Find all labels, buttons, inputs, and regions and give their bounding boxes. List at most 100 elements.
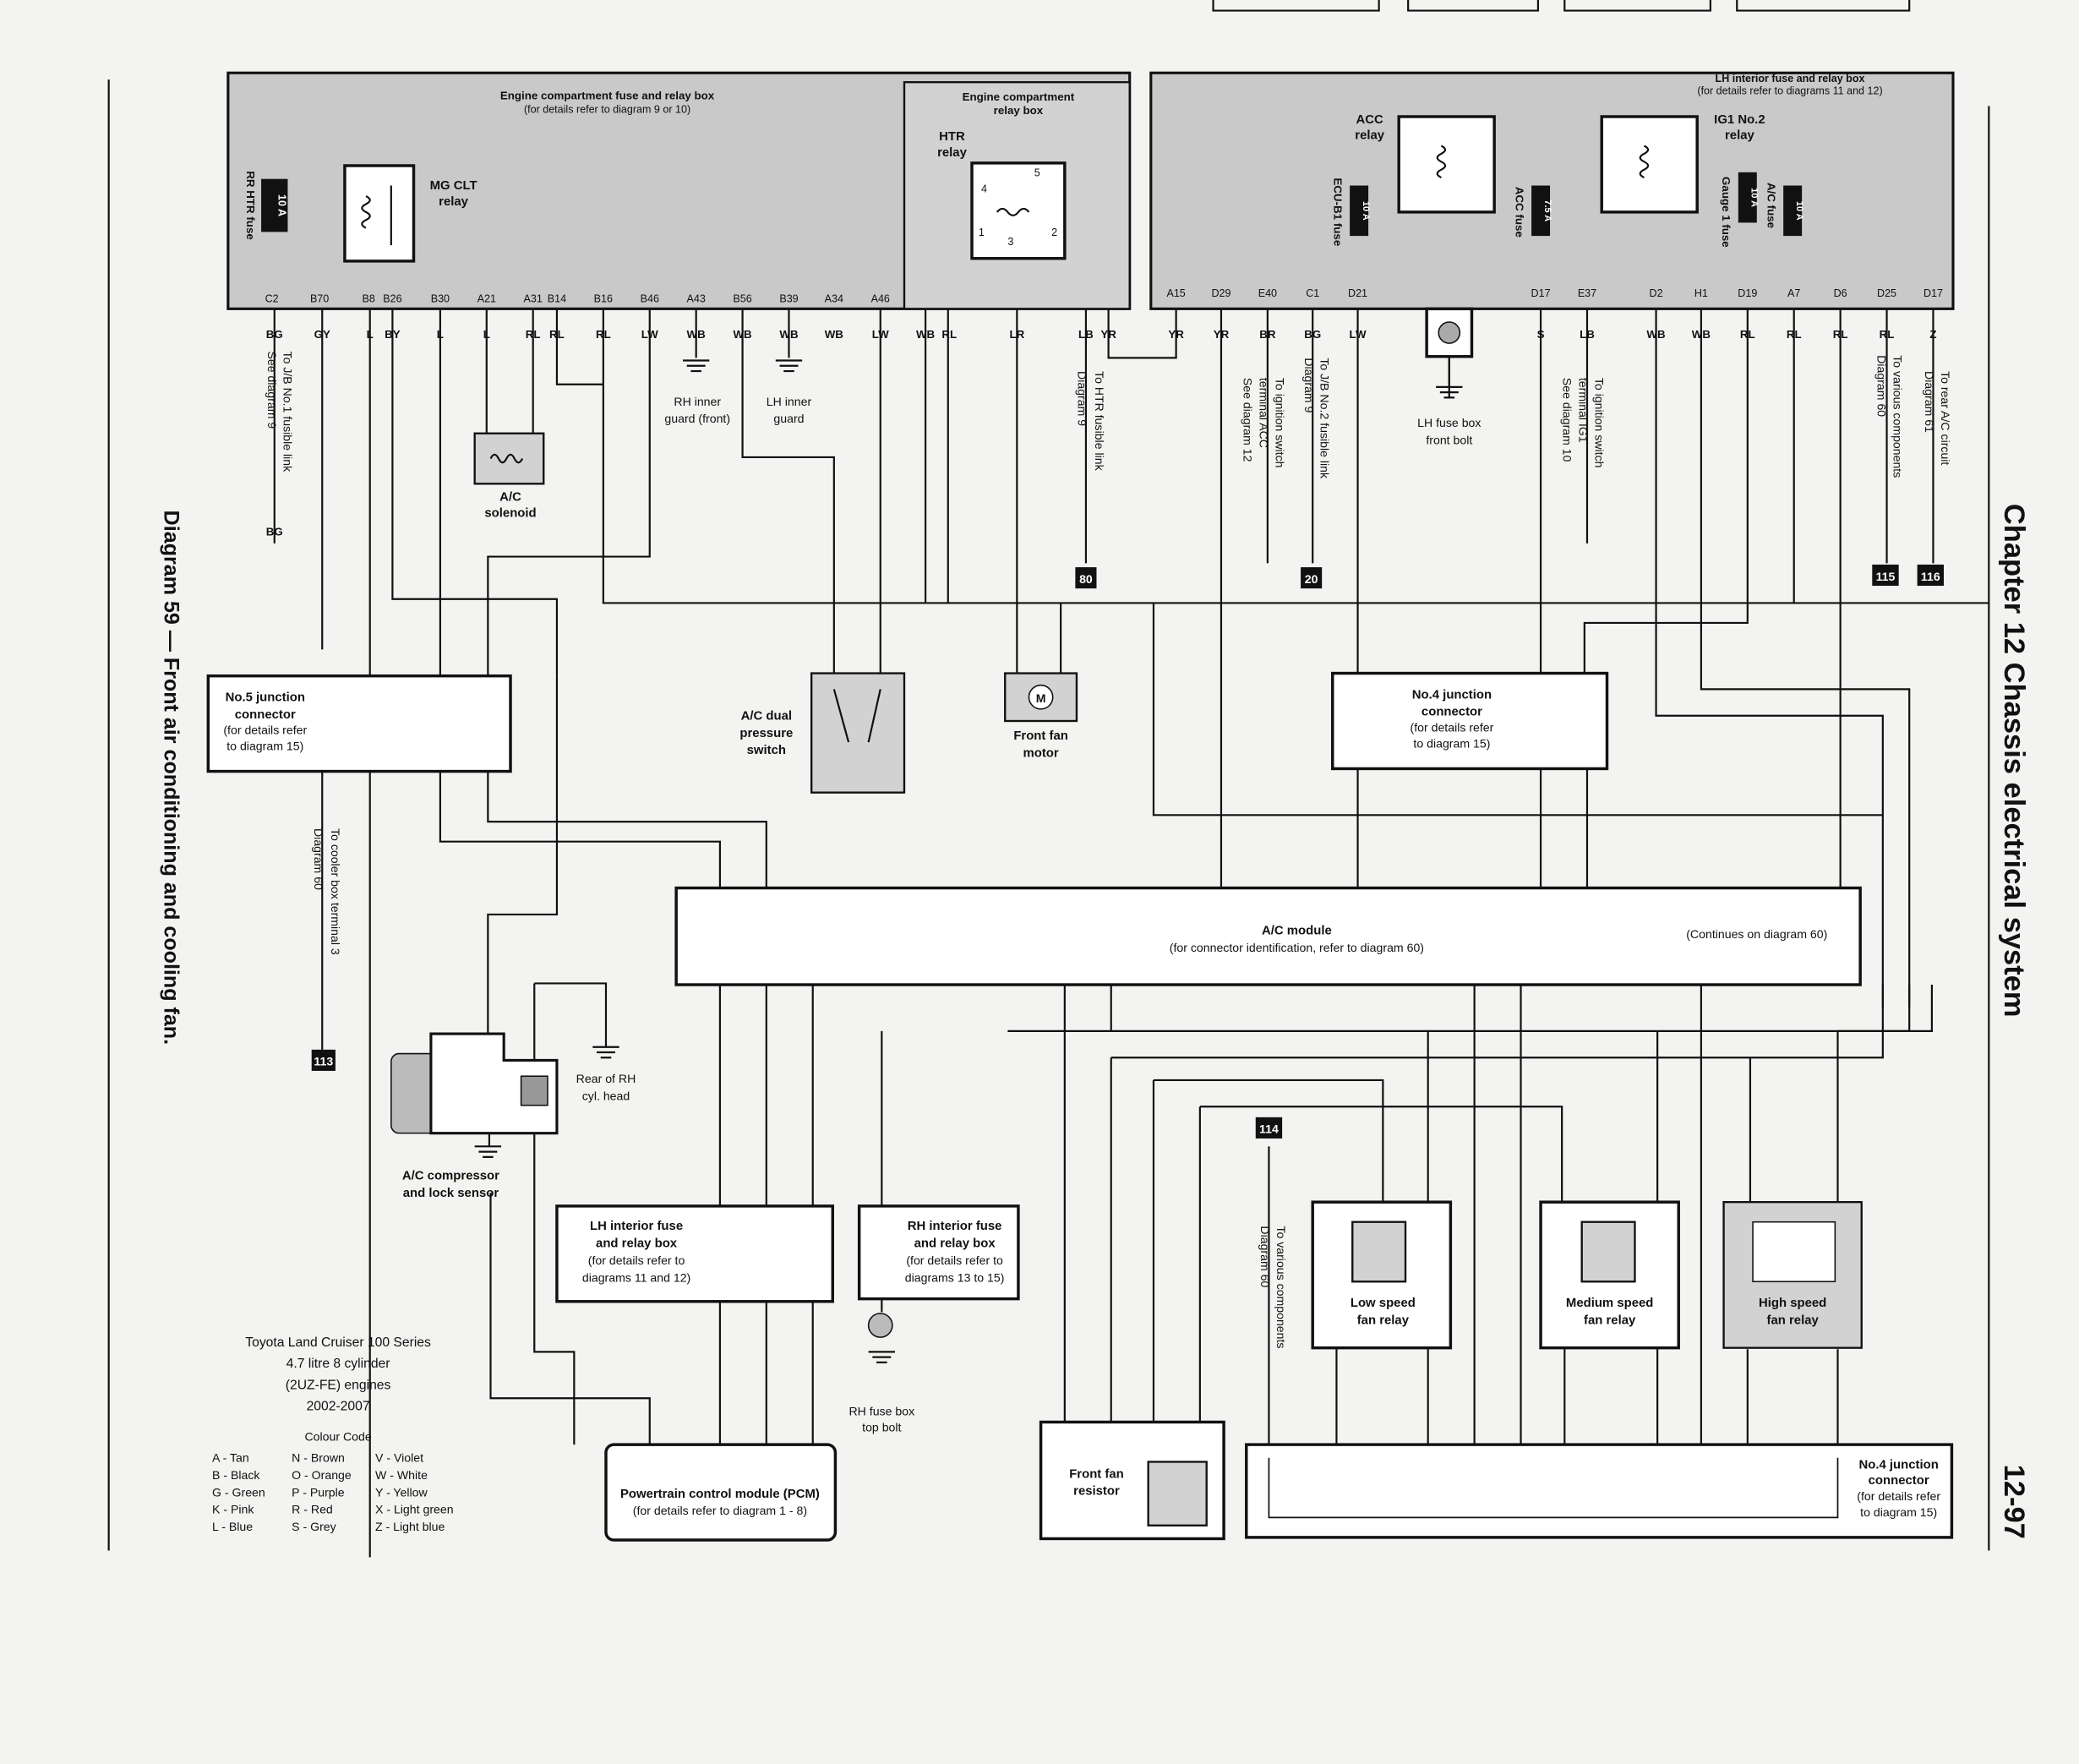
med-relay-l1: Medium speed bbox=[1566, 1297, 1653, 1310]
pin-b30: B30 bbox=[431, 293, 450, 305]
pin-b46: B46 bbox=[641, 293, 659, 305]
ref-htr-line2: Diagram 9 bbox=[1076, 371, 1089, 426]
cc-l0: A - Tan bbox=[212, 1451, 249, 1465]
wc-4: L bbox=[437, 328, 444, 341]
engine-box-title: Engine compartment fuse and relay box bbox=[500, 90, 715, 102]
cc-r3: X - Light green bbox=[375, 1503, 454, 1516]
cc-r1: W - White bbox=[375, 1468, 428, 1482]
relay-box-title-2: relay box bbox=[994, 104, 1044, 117]
ref-tag-80-text: 80 bbox=[1079, 572, 1093, 586]
gnd-lh-inner-2: guard bbox=[773, 412, 804, 425]
wc-24: LW bbox=[1350, 328, 1367, 341]
pin-a43: A43 bbox=[687, 293, 706, 305]
wc-19: YR bbox=[1100, 328, 1116, 341]
pin-b8: B8 bbox=[362, 293, 374, 305]
high-relay-connector bbox=[1752, 1221, 1836, 1283]
cc-m0: N - Brown bbox=[292, 1451, 345, 1465]
htr-pin-1: 1 bbox=[979, 227, 985, 238]
rhi-l2: and relay box bbox=[914, 1237, 996, 1250]
gauge-fuse-label: Gauge 1 fuse bbox=[1720, 177, 1732, 248]
med-relay-connector bbox=[1580, 1221, 1636, 1283]
page-number: 12-97 bbox=[1998, 1465, 2030, 1539]
ac-dual-pressure-switch bbox=[810, 672, 906, 794]
j4b-l2: connector bbox=[1869, 1474, 1929, 1488]
gnd-lh-bolt-1: LH fuse box bbox=[1417, 416, 1481, 429]
ref-jb2-2: Diagram 9 bbox=[1302, 358, 1316, 412]
fan-motor-l2: motor bbox=[1023, 746, 1058, 760]
low-relay-connector bbox=[1351, 1221, 1407, 1283]
htr-pin-2: 2 bbox=[1051, 227, 1057, 238]
solenoid-coil bbox=[489, 453, 524, 464]
relay-box-title: Engine compartment bbox=[963, 90, 1075, 103]
wc-10: WB bbox=[687, 328, 707, 341]
fan-motor-l1: Front fan bbox=[1013, 729, 1068, 743]
pin-h1: H1 bbox=[1694, 287, 1708, 299]
ref-tag-115-text: 115 bbox=[1876, 570, 1896, 583]
cc-m2: P - Purple bbox=[292, 1485, 345, 1499]
rh-interior-box bbox=[857, 1204, 1020, 1301]
rr-htr-fuse bbox=[261, 178, 288, 232]
ac-solenoid bbox=[473, 432, 545, 485]
ig1-relay-coil bbox=[1639, 145, 1650, 179]
ref-cooler-1: To cooler box terminal 3 bbox=[329, 828, 342, 955]
wc-14: LW bbox=[872, 328, 889, 341]
acc-relay bbox=[1397, 115, 1496, 214]
j4b-l4: to diagram 15) bbox=[1860, 1505, 1937, 1519]
pcm-l2: (for details refer to diagram 1 - 8) bbox=[633, 1504, 807, 1517]
wc-31: RL bbox=[1833, 328, 1848, 341]
wc-11: WB bbox=[733, 328, 752, 341]
ac-solenoid-label-2: solenoid bbox=[484, 507, 536, 521]
wc-29: RL bbox=[1740, 328, 1755, 341]
ref-tag-20 bbox=[1301, 567, 1323, 589]
ref-ign-acc-3: See diagram 12 bbox=[1241, 378, 1255, 462]
pin-d2: D2 bbox=[1650, 287, 1663, 299]
resistor-l1: Front fan bbox=[1069, 1467, 1124, 1481]
pin-a46: A46 bbox=[871, 293, 890, 305]
gnd-lh-bolt-2: front bolt bbox=[1426, 433, 1472, 446]
ref-various-b-2: Diagram 60 bbox=[1258, 1226, 1272, 1287]
wc-20: YR bbox=[1168, 328, 1184, 341]
lower-wires bbox=[718, 985, 1933, 1445]
dual-switch-contacts bbox=[832, 689, 881, 743]
gauge-fuse-rating: 10 A bbox=[1749, 188, 1760, 207]
colour-code-table: A - Tan B - Black G - Green K - Pink L -… bbox=[212, 1451, 454, 1534]
vehicle-model: Toyota Land Cruiser 100 Series bbox=[245, 1335, 431, 1350]
colour-code-title: Colour Code bbox=[304, 1429, 371, 1443]
j5-l3: (for details refer bbox=[223, 724, 307, 737]
lhi-l1: LH interior fuse bbox=[590, 1220, 683, 1233]
compressor-l2: and lock sensor bbox=[403, 1187, 499, 1200]
gauge-fuse bbox=[1738, 172, 1757, 223]
wc-33: Z bbox=[1929, 328, 1936, 341]
ref-tag-116-text: 116 bbox=[1921, 570, 1940, 583]
wc-2: L bbox=[367, 328, 374, 341]
cc-r0: V - Violet bbox=[375, 1451, 423, 1465]
ac-fuse-label: A/C fuse bbox=[1765, 183, 1777, 228]
cc-m1: O - Orange bbox=[292, 1468, 352, 1482]
rh-fusebox-bolt-icon bbox=[867, 1313, 893, 1338]
wc-12: WB bbox=[779, 328, 799, 341]
low-relay-l1: Low speed bbox=[1351, 1297, 1416, 1310]
ref-jb1-line1: To J/B No.1 fusible link bbox=[281, 352, 295, 473]
gnd-head-1: Rear of RH bbox=[576, 1072, 636, 1085]
ig1-relay-label-2: relay bbox=[1725, 129, 1755, 143]
ref-various-b-1: To various components bbox=[1274, 1226, 1288, 1348]
ref-ign-acc-1: To ignition switch bbox=[1273, 378, 1286, 468]
lh-fusebox-bolt-icon bbox=[1438, 321, 1461, 344]
j5-l4: to diagram 15) bbox=[226, 739, 303, 752]
pin-b39: B39 bbox=[779, 293, 798, 305]
pin-b14: B14 bbox=[548, 293, 566, 305]
rhi-l1: RH interior fuse bbox=[908, 1220, 1002, 1233]
cc-l3: K - Pink bbox=[212, 1503, 254, 1516]
lh-interior-fuse-box-top bbox=[1149, 71, 1955, 310]
med-relay-l2: fan relay bbox=[1584, 1313, 1636, 1327]
pin-d17: D17 bbox=[1531, 287, 1551, 299]
j4t-l2: connector bbox=[1421, 706, 1482, 719]
wc-9: LW bbox=[641, 328, 658, 341]
ac-solenoid-label-1: A/C bbox=[499, 491, 521, 505]
ac-module-l2: (for connector identification, refer to … bbox=[1170, 941, 1424, 954]
ref-rear-ac-2: Diagram 61 bbox=[1923, 371, 1936, 433]
ref-tag-114-text: 114 bbox=[1259, 1122, 1279, 1136]
wc-1: GY bbox=[314, 328, 330, 341]
ref-ign-ig1-2: terminal IG1 bbox=[1577, 378, 1591, 443]
